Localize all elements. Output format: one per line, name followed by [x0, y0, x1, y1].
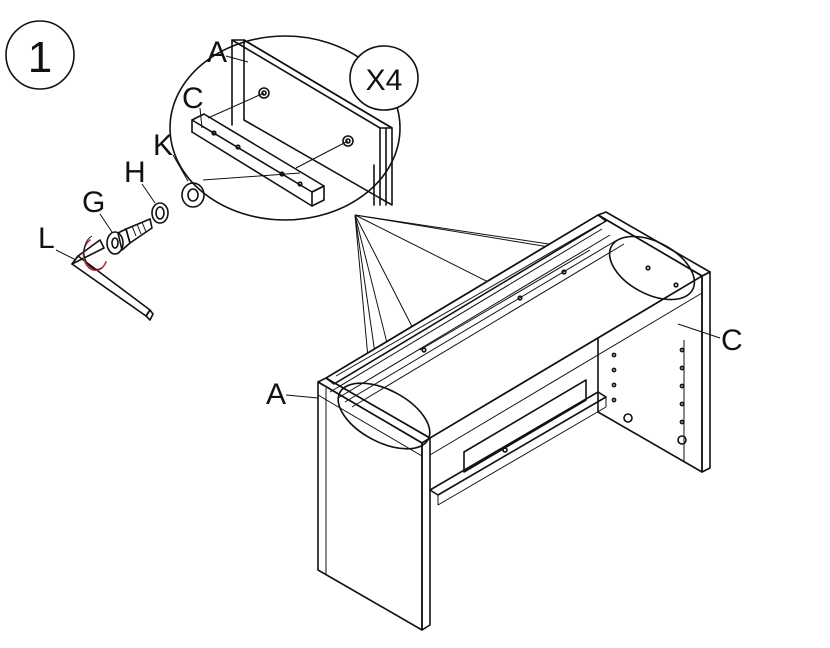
step-badge: 1	[5, 20, 75, 90]
bolt-G-head	[106, 231, 124, 255]
washer-K-outer	[181, 182, 205, 208]
detail-callout	[169, 35, 401, 221]
washer-H-outer	[151, 202, 169, 224]
hex-key-long-arm	[71, 255, 151, 317]
washer-K-hole	[187, 188, 199, 202]
quantity-badge: X4	[349, 45, 419, 111]
hex-key-L: L	[38, 222, 154, 321]
detail-rail-end	[311, 185, 325, 207]
label-C-main: C	[721, 324, 743, 357]
label-A-main: A	[266, 378, 286, 411]
detail-ellipse	[169, 35, 401, 221]
hex-key-short-arm	[71, 239, 105, 265]
bolt-G-thread	[125, 218, 153, 244]
washer-H-inner	[155, 206, 165, 220]
right-panel-edge	[701, 271, 711, 473]
label-A-detail: A	[207, 36, 227, 69]
rotation-arrow	[82, 239, 107, 271]
quantity-label: X4	[366, 64, 403, 97]
detail-panel-A	[243, 39, 393, 206]
left-panel-edge	[421, 437, 431, 631]
highlight-right	[608, 235, 696, 301]
highlight-left	[337, 382, 431, 450]
bolt-G: G	[82, 186, 153, 255]
quantity-ellipse	[349, 45, 419, 111]
label-L: L	[38, 222, 55, 255]
rear-rail-top	[325, 214, 607, 385]
label-G: G	[82, 186, 105, 219]
label-H: H	[124, 156, 146, 189]
washer-K: K	[153, 129, 205, 208]
cabinet-assembly	[317, 211, 711, 631]
step-number: 1	[28, 33, 52, 82]
detail-labels: A C	[182, 36, 249, 129]
main-labels: C A	[266, 323, 743, 411]
step-circle	[5, 20, 75, 90]
label-C-detail: C	[182, 82, 204, 115]
washer-H: H	[124, 156, 169, 224]
back-panel-slot	[463, 379, 587, 473]
label-K: K	[153, 129, 173, 162]
